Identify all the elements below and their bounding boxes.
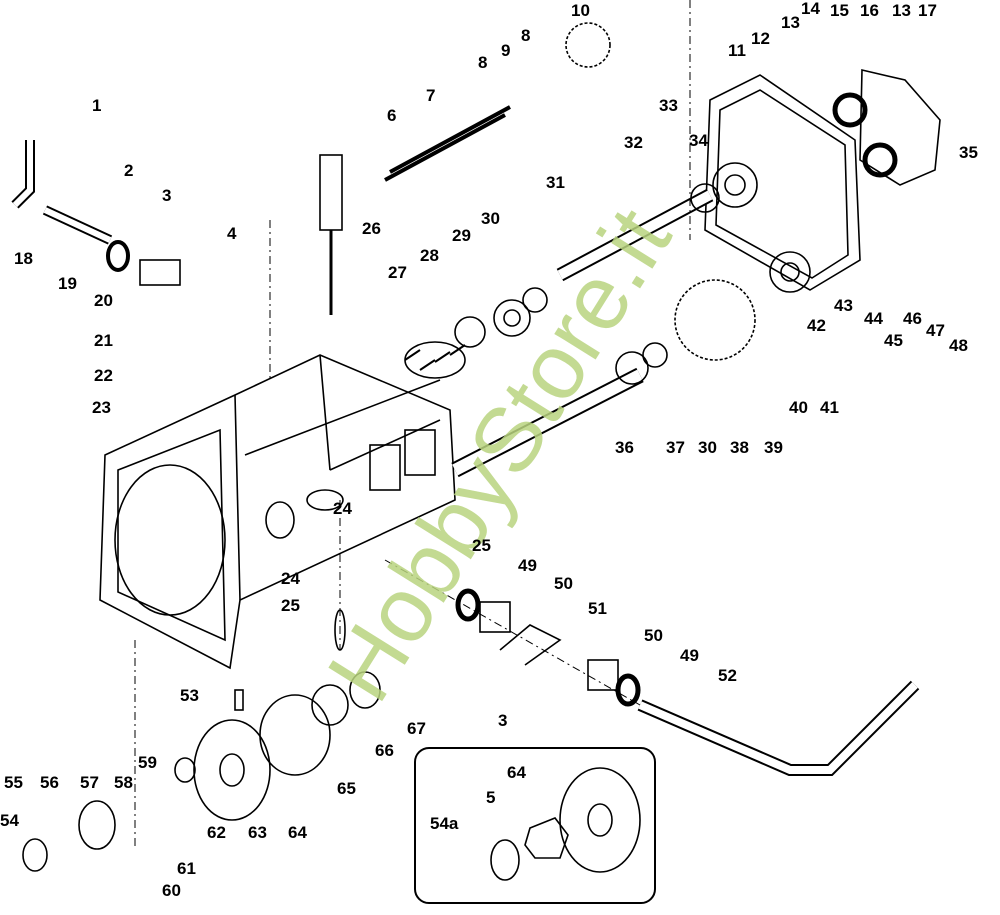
callout-32: 32 bbox=[624, 133, 643, 152]
callout-3: 3 bbox=[162, 186, 172, 205]
callout-59: 59 bbox=[138, 753, 157, 772]
callout-47: 47 bbox=[926, 321, 945, 340]
callout-51: 51 bbox=[588, 599, 607, 618]
bearings-and-gears bbox=[22, 22, 898, 872]
callout-40: 40 bbox=[789, 398, 808, 417]
inset-detail bbox=[414, 747, 656, 904]
callout-9: 9 bbox=[501, 41, 511, 60]
callout-33: 33 bbox=[659, 96, 678, 115]
callout-50: 50 bbox=[644, 626, 663, 645]
callout-52: 52 bbox=[718, 666, 737, 685]
callout-27: 27 bbox=[388, 263, 407, 282]
callout-65: 65 bbox=[337, 779, 356, 798]
callout-30: 30 bbox=[481, 209, 500, 228]
callout-11: 11 bbox=[728, 41, 746, 60]
callout-41: 41 bbox=[820, 398, 839, 417]
callout-2: 2 bbox=[124, 161, 134, 180]
callout-22: 22 bbox=[94, 366, 113, 385]
callout-25: 25 bbox=[472, 536, 491, 555]
callout-67: 67 bbox=[407, 719, 426, 738]
callout-49: 49 bbox=[680, 646, 699, 665]
callout-8: 8 bbox=[521, 26, 531, 45]
callout-10: 10 bbox=[571, 1, 590, 20]
callout-57: 57 bbox=[80, 773, 99, 792]
callout-54: 54 bbox=[0, 811, 19, 830]
callout-39: 39 bbox=[764, 438, 783, 457]
callout-18: 18 bbox=[14, 249, 33, 268]
callout-38: 38 bbox=[730, 438, 749, 457]
callout-17: 17 bbox=[918, 1, 937, 20]
callout-56: 56 bbox=[40, 773, 59, 792]
callout-37: 37 bbox=[666, 438, 685, 457]
callout-45: 45 bbox=[884, 331, 903, 350]
callout-29: 29 bbox=[452, 226, 471, 245]
callout-60: 60 bbox=[162, 881, 181, 900]
callout-23: 23 bbox=[92, 398, 111, 417]
callout-19: 19 bbox=[58, 274, 77, 293]
callout-43: 43 bbox=[834, 296, 853, 315]
callout-55: 55 bbox=[4, 773, 23, 792]
callout-6: 6 bbox=[387, 106, 397, 125]
side-cover bbox=[859, 68, 941, 186]
callout-12: 12 bbox=[751, 29, 770, 48]
gearbox-housing bbox=[99, 354, 456, 670]
callout-14: 14 bbox=[801, 0, 820, 18]
callout-36: 36 bbox=[615, 438, 634, 457]
callout-49: 49 bbox=[518, 556, 537, 575]
cover-plate bbox=[704, 74, 861, 291]
callout-63: 63 bbox=[248, 823, 267, 842]
callout-7: 7 bbox=[426, 86, 436, 105]
callout-13: 13 bbox=[892, 1, 911, 20]
callout-54a: 54a bbox=[430, 814, 459, 833]
callout-20: 20 bbox=[94, 291, 113, 310]
callout-31: 31 bbox=[546, 173, 565, 192]
callout-24: 24 bbox=[333, 499, 352, 518]
callout-35: 35 bbox=[959, 143, 978, 162]
callout-8: 8 bbox=[478, 53, 488, 72]
callout-42: 42 bbox=[807, 316, 826, 335]
callout-13: 13 bbox=[781, 13, 800, 32]
callout-1: 1 bbox=[92, 96, 102, 115]
callout-61: 61 bbox=[177, 859, 196, 878]
assembly-lines bbox=[134, 0, 691, 850]
callout-50: 50 bbox=[554, 574, 573, 593]
callout-30: 30 bbox=[698, 438, 717, 457]
callout-24: 24 bbox=[281, 569, 300, 588]
callout-62: 62 bbox=[207, 823, 226, 842]
callout-44: 44 bbox=[864, 309, 883, 328]
callout-3: 3 bbox=[498, 711, 508, 730]
callout-26: 26 bbox=[362, 219, 381, 238]
callout-16: 16 bbox=[860, 1, 879, 20]
callout-25: 25 bbox=[281, 596, 300, 615]
callout-58: 58 bbox=[114, 773, 133, 792]
callout-4: 4 bbox=[227, 224, 237, 243]
callout-15: 15 bbox=[830, 1, 849, 20]
callout-66: 66 bbox=[375, 741, 394, 760]
callout-46: 46 bbox=[903, 309, 922, 328]
callout-64: 64 bbox=[507, 763, 526, 782]
callout-53: 53 bbox=[180, 686, 199, 705]
callout-28: 28 bbox=[420, 246, 439, 265]
callout-48: 48 bbox=[949, 336, 968, 355]
callout-5: 5 bbox=[486, 788, 496, 807]
callout-34: 34 bbox=[689, 131, 708, 150]
callout-21: 21 bbox=[94, 331, 113, 350]
shafts bbox=[11, 105, 920, 776]
callout-64: 64 bbox=[288, 823, 307, 842]
